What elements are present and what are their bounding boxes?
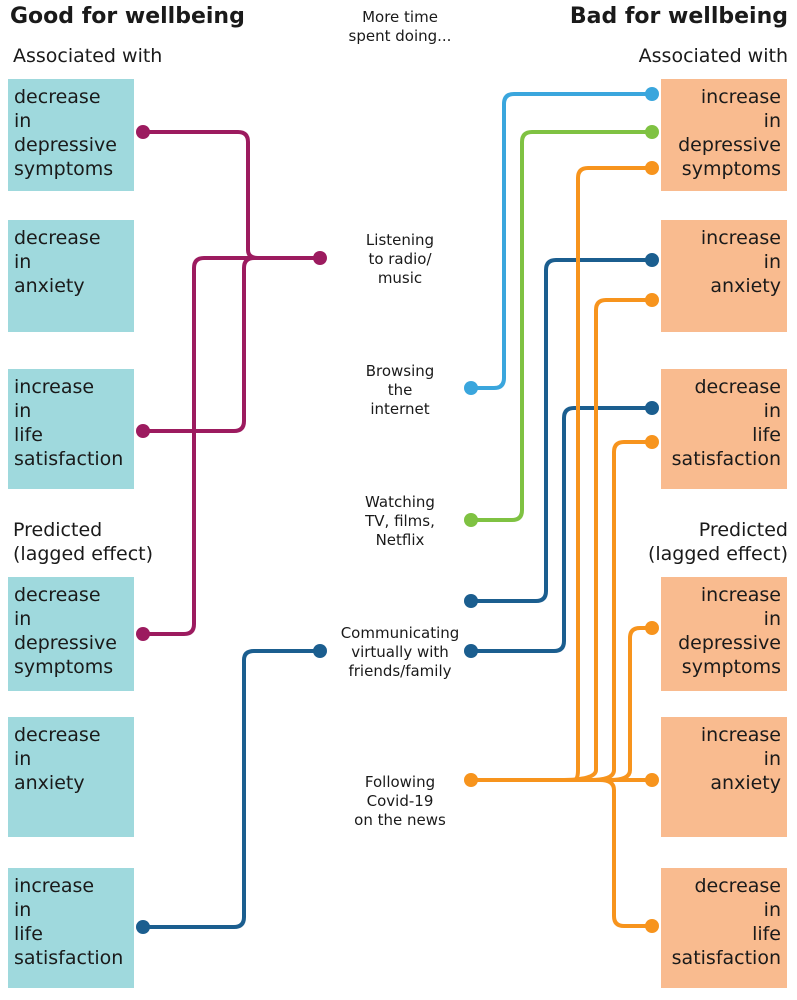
- connector-radio-good-depressive: [141, 130, 322, 260]
- bad-wellbeing-title: Bad for wellbeing: [569, 4, 788, 29]
- connector-covid-bad-life-satisfaction: [588, 440, 654, 782]
- connector-communicating-bad-anxiety: [469, 258, 654, 603]
- bad-associated-label: Associated with: [638, 45, 788, 67]
- connector-communicating-good-predicted-life-satisfaction: [141, 649, 322, 929]
- bad-box-decrease-life-satisfaction: decrease in life satisfaction: [661, 369, 787, 489]
- dot-internet-bad-depressive: [645, 87, 659, 101]
- good-box-decrease-anxiety: decrease in anxiety: [8, 220, 134, 332]
- bad-predicted-label: Predicted (lagged effect): [647, 519, 788, 565]
- connector-radio-good-life-satisfaction: [141, 256, 256, 433]
- bad-box-increase-depressive: increase in depressive symptoms: [661, 79, 787, 191]
- dot-covid-activity: [464, 773, 478, 787]
- dot-communicating-activity-right: [464, 644, 478, 658]
- dot-tv-activity: [464, 513, 478, 527]
- bad-box-predicted-decrease-life-satisfaction: decrease in life satisfaction: [661, 868, 787, 988]
- dot-tv-bad-depressive: [645, 125, 659, 139]
- good-predicted-label: Predicted (lagged effect): [13, 519, 154, 565]
- good-wellbeing-title: Good for wellbeing: [10, 4, 245, 29]
- dot-covid-bad-predicted-life-satisfaction: [645, 919, 659, 933]
- connector-covid-bad-predicted-life-satisfaction: [598, 778, 654, 928]
- connector-covid-bad-anxiety: [558, 298, 654, 782]
- dot-communicating-bad-anxiety: [645, 253, 659, 267]
- connector-dots: [136, 87, 659, 934]
- dot-covid-bad-predicted-anxiety: [645, 773, 659, 787]
- connector-tv-bad-depressive: [469, 130, 654, 522]
- dot-radio-good-depressive: [136, 125, 150, 139]
- good-box-increase-life-satisfaction: increase in life satisfaction: [8, 369, 134, 489]
- bad-box-predicted-increase-depressive: increase in depressive symptoms: [661, 577, 787, 691]
- activity-radio-music: Listening to radio/ music: [365, 231, 435, 287]
- connector-communicating-bad-life-satisfaction: [469, 406, 654, 653]
- bad-box-increase-anxiety: increase in anxiety: [661, 220, 787, 332]
- dot-communicating-activity-upper: [464, 594, 478, 608]
- activity-watching-tv: Watching TV, films, Netflix: [365, 493, 435, 549]
- good-box-predicted-decrease-depressive: decrease in depressive symptoms: [8, 577, 134, 691]
- bad-box-predicted-increase-anxiety: increase in anxiety: [661, 717, 787, 837]
- good-associated-label: Associated with: [13, 45, 163, 67]
- activity-communicating-virtually: Communicating virtually with friends/fam…: [340, 624, 460, 680]
- dot-internet-activity: [464, 381, 478, 395]
- connector-internet-bad-depressive: [469, 92, 654, 390]
- dot-radio-good-predicted-depressive: [136, 627, 150, 641]
- dot-radio-activity: [313, 251, 327, 265]
- good-box-predicted-increase-life-satisfaction: increase in life satisfaction: [8, 868, 134, 988]
- activity-covid-news: Following Covid-19 on the news: [354, 773, 446, 829]
- dot-communicating-bad-life-satisfaction: [645, 401, 659, 415]
- dot-communicating-good-predicted-life-satisfaction: [136, 920, 150, 934]
- dot-radio-good-life-satisfaction: [136, 424, 150, 438]
- activity-browsing-internet: Browsing the internet: [365, 362, 435, 418]
- connector-radio-good-predicted-depressive: [141, 256, 322, 636]
- connector-covid-bad-predicted-depressive: [608, 626, 654, 782]
- dot-communicating-activity-left: [313, 644, 327, 658]
- dot-covid-bad-life-satisfaction: [645, 435, 659, 449]
- center-header: More time spent doing...: [348, 8, 452, 45]
- dot-covid-bad-predicted-depressive: [645, 621, 659, 635]
- good-box-predicted-decrease-anxiety: decrease in anxiety: [8, 717, 134, 837]
- dot-covid-bad-anxiety: [645, 293, 659, 307]
- good-box-decrease-depressive: decrease in depressive symptoms: [8, 79, 134, 191]
- dot-covid-bad-depressive: [645, 161, 659, 175]
